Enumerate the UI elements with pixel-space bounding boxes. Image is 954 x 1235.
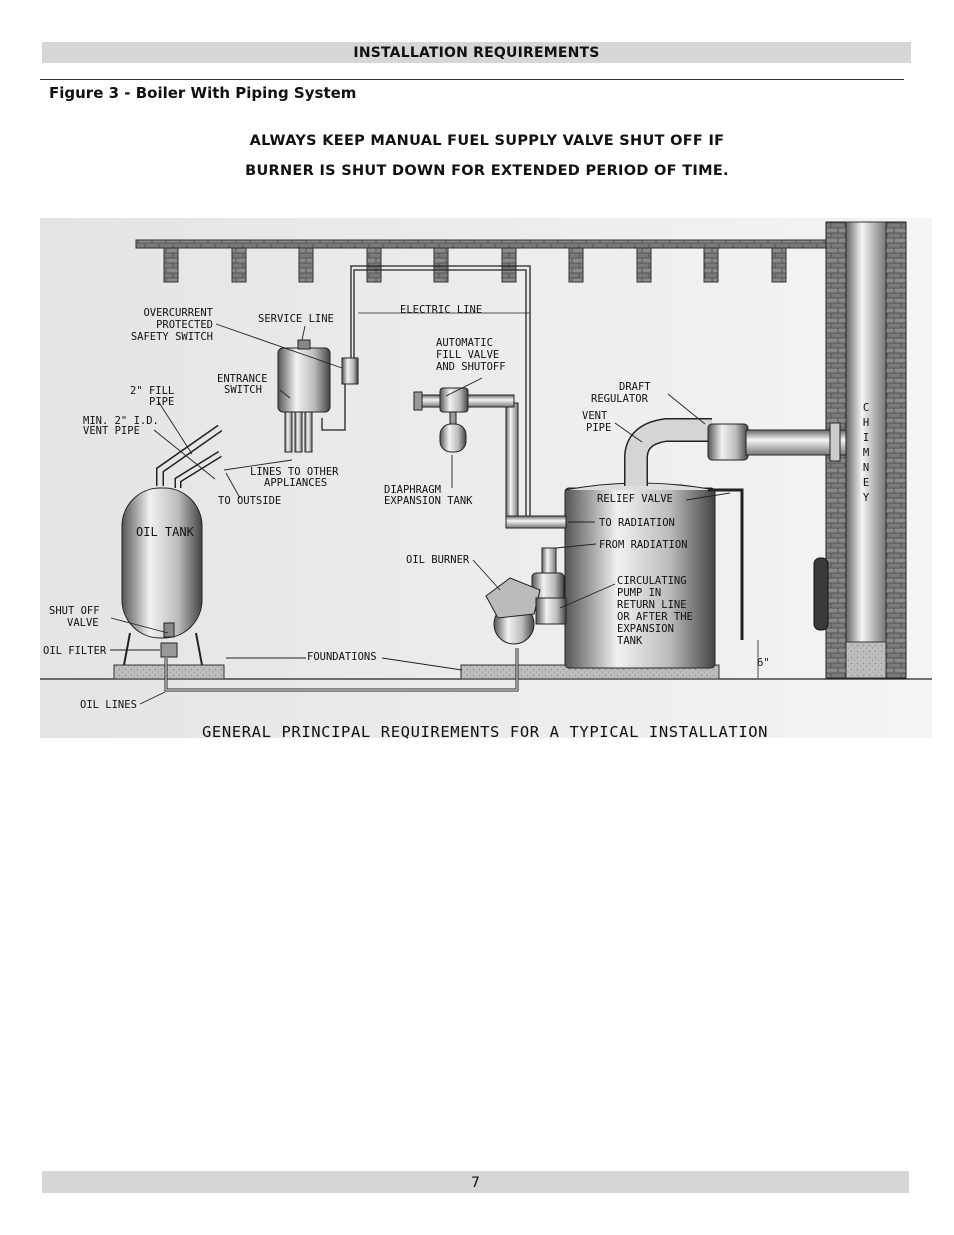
label-vent-small-1: MIN. 2" I.D. [83,415,159,427]
label-from-radiation: FROM RADIATION [599,539,688,551]
label-overcurrent-3: SAFETY SWITCH [131,331,213,343]
label-diaphragm-2: EXPANSION TANK [384,495,473,507]
label-chimney-m: M [863,447,869,459]
label-shut-off-2: VALVE [67,617,99,629]
label-circ-3: RETURN LINE [617,599,687,611]
label-lines-other-1: LINES TO OTHER [250,466,339,478]
label-draft-2: REGULATOR [591,393,649,405]
boiler [485,482,716,669]
label-to-outside: TO OUTSIDE [218,495,281,507]
label-entrance-2: SWITCH [224,384,262,396]
safety-switch-box [341,357,359,385]
vent-pipe [624,418,847,486]
label-vent-2: PIPE [586,422,611,434]
label-overcurrent-1: OVERCURRENT [143,307,213,319]
label-chimney-c: C [863,402,869,414]
label-chimney-y: Y [863,492,870,504]
label-to-radiation: TO RADIATION [599,517,675,529]
warning-line-2: BURNER IS SHUT DOWN FOR EXTENDED PERIOD … [245,163,729,179]
label-oil-burner: OIL BURNER [406,554,470,566]
section-title: INSTALLATION REQUIREMENTS [353,45,600,61]
page-number: 7 [471,1175,480,1191]
label-vent-small-2: VENT PIPE [83,425,140,437]
label-foundations: FOUNDATIONS [307,651,377,663]
tank-vent-pipes [156,424,223,488]
label-oil-lines: OIL LINES [80,699,137,711]
electric-wiring [321,265,531,518]
label-oil-tank: OIL TANK [136,525,195,539]
label-circ-6: TANK [617,635,643,647]
footer-bar: 7 [42,1171,909,1193]
label-circ-1: CIRCULATING [617,575,687,587]
ceiling-joists [135,239,837,283]
label-circ-4: OR AFTER THE [617,611,693,623]
label-auto-fill-3: AND SHUTOFF [436,361,506,373]
label-electric-line: ELECTRIC LINE [400,304,482,316]
label-service-line: SERVICE LINE [258,313,334,325]
label-auto-fill-1: AUTOMATIC [436,337,493,349]
label-lines-other-2: APPLIANCES [264,477,327,489]
wall-background [40,218,932,738]
entrance-switch [277,339,331,453]
figure-title: Figure 3 - Boiler With Piping System [49,84,357,102]
label-oil-filter: OIL FILTER [43,645,107,657]
supply-piping [413,387,567,529]
label-circ-5: EXPANSION [617,623,674,635]
boiler-piping-diagram: OVERCURRENT PROTECTED SAFETY SWITCH SERV… [40,218,932,741]
relief-pipe [708,488,744,640]
tank-foundation [113,664,225,680]
label-overcurrent-2: PROTECTED [156,319,213,331]
label-fill-pipe-1: 2" FILL [130,385,174,397]
label-diaphragm-1: DIAPHRAGM [384,484,441,496]
label-fill-pipe-2: PIPE [149,396,174,408]
label-chimney-h: H [863,417,869,429]
label-auto-fill-2: FILL VALVE [436,349,499,361]
label-chimney-i: I [863,432,869,444]
header-divider [40,79,904,80]
label-chimney-n: N [863,462,869,474]
label-relief-valve: RELIEF VALVE [597,493,673,505]
leader-lines [110,323,731,705]
diagram-caption: GENERAL PRINCIPAL REQUIREMENTS FOR A TYP… [202,723,768,741]
section-header-bar: INSTALLATION REQUIREMENTS [42,42,911,63]
oil-tank [121,487,203,666]
label-chimney-e: E [863,477,869,489]
label-draft-1: DRAFT [619,381,651,393]
warning-line-1: ALWAYS KEEP MANUAL FUEL SUPPLY VALVE SHU… [249,133,725,149]
label-shut-off-1: SHUT OFF [49,605,100,617]
label-entrance-1: ENTRANCE [217,373,268,385]
label-circ-2: PUMP IN [617,587,661,599]
label-six-inch: 6" [757,657,770,669]
label-vent-1: VENT [582,410,608,422]
